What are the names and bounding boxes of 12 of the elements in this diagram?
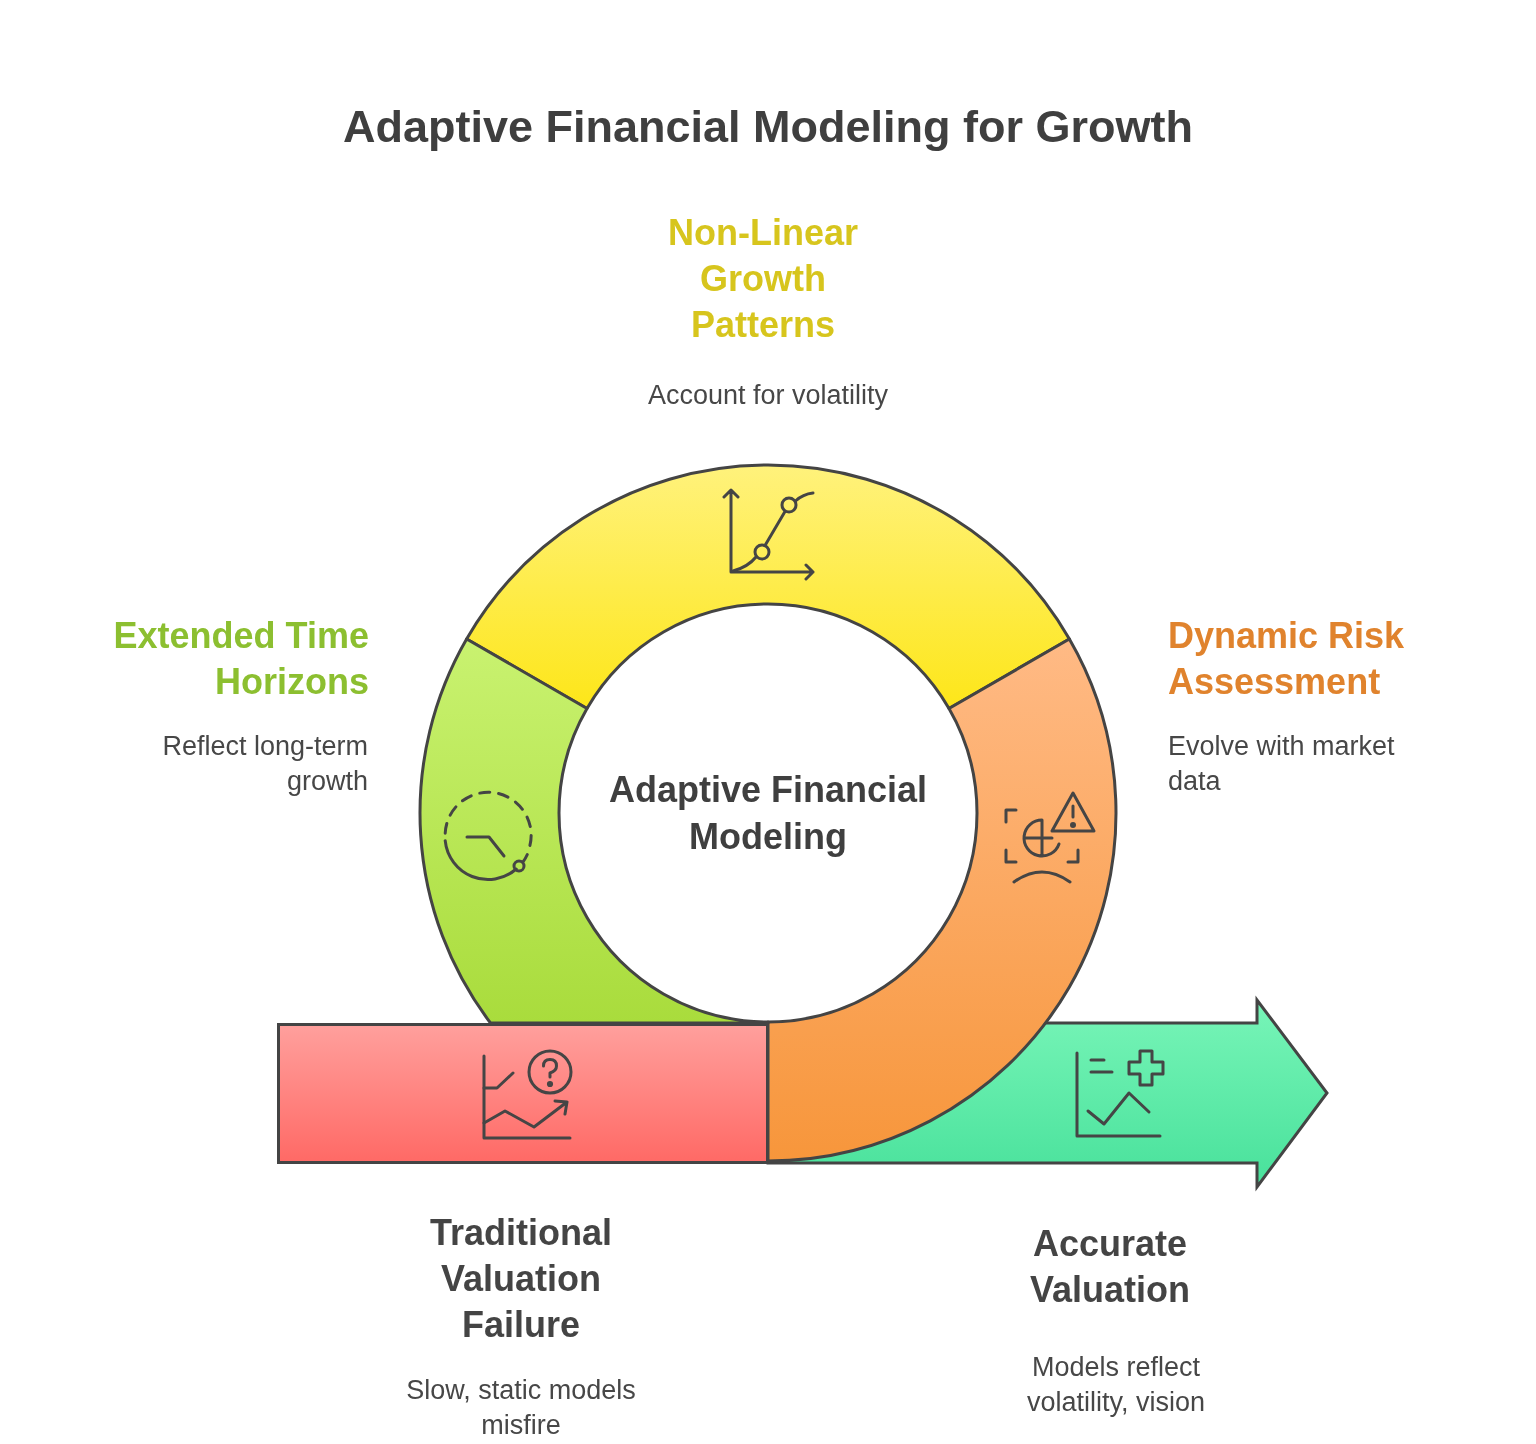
description: Evolve with market data (1168, 730, 1396, 798)
description: Slow, static models misfire (405, 1374, 637, 1442)
diagram-title: Adaptive Financial Modeling for Growth (343, 100, 1193, 154)
heading: Traditional Valuation Failure (429, 1211, 613, 1347)
description: Models reflect volatility, vision (1025, 1351, 1207, 1419)
heading: Accurate Valuation (1029, 1222, 1191, 1312)
center-label: Adaptive Financial Modeling (607, 768, 929, 859)
description: Reflect long-term growth (161, 730, 368, 798)
heading: Dynamic Risk Assessment (1168, 614, 1406, 704)
description: Account for volatility (647, 379, 889, 412)
heading: Non-Linear Growth Patterns (667, 211, 859, 347)
heading: Extended Time Horizons (112, 614, 369, 704)
